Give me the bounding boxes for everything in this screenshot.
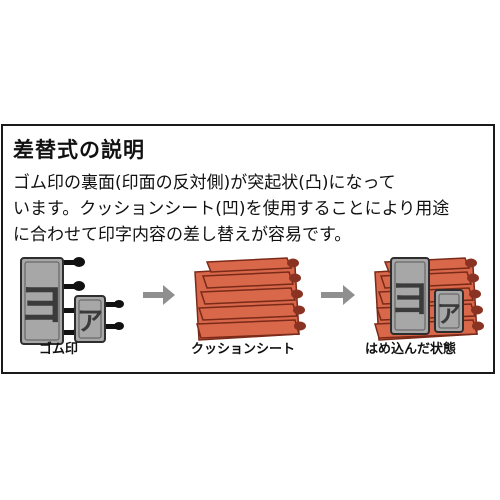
stamp-peg-1: [61, 257, 85, 267]
caption-rubber-stamp: ゴム印: [39, 342, 79, 357]
arrow-right-icon-2: [321, 285, 355, 305]
arrow-right-icon: [143, 285, 175, 305]
caption-inserted-state: はめ込んだ状態: [365, 342, 457, 357]
small-stamp-peg-2: [103, 322, 124, 330]
inserted-small-stamp: [434, 289, 464, 333]
large-stamp-glyph: ヨ: [19, 277, 65, 331]
inserted-large-glyph: ヨ: [390, 276, 430, 322]
caption-cushion-sheet: クッションシート: [191, 342, 296, 357]
small-stamp-peg-1: [103, 300, 124, 308]
illustration: ヨ ア: [19, 257, 484, 345]
inserted-small-glyph: ア: [437, 300, 461, 328]
description-line-3: に合わせて印字内容の差し替えが容易です。: [13, 225, 352, 245]
description-line-1: ゴム印の裏面(印面の反対側)が突起状(凸)になって: [13, 173, 396, 193]
cushion-ridge-2: [201, 271, 301, 289]
rubber-stamp-illustration: ヨ ア: [19, 257, 124, 345]
explanation-panel: 差替式の説明 ゴム印の裏面(印面の反対側)が突起状(凸)になって います。クッシ…: [1, 124, 495, 374]
cushion-ridge-3: [199, 287, 303, 305]
cushion-ridge-5: [196, 319, 306, 339]
description: ゴム印の裏面(印面の反対側)が突起状(凸)になって います。クッションシート(凹…: [13, 170, 491, 248]
small-stamp-glyph: ア: [77, 307, 103, 337]
cushion-ridge-4: [197, 303, 305, 321]
description-line-2: います。クッションシート(凹)を使用することにより用途: [13, 199, 450, 219]
small-stamp-body: [74, 295, 106, 343]
inserted-state-illustration: ヨ ア: [374, 257, 484, 341]
stamp-peg-2: [61, 281, 85, 291]
large-stamp-body: [20, 257, 64, 345]
cushion-ridge-1: [205, 257, 299, 273]
cushion-sheet-illustration: [194, 257, 306, 341]
panel-title: 差替式の説明: [13, 138, 145, 162]
inserted-large-stamp: [390, 257, 430, 335]
